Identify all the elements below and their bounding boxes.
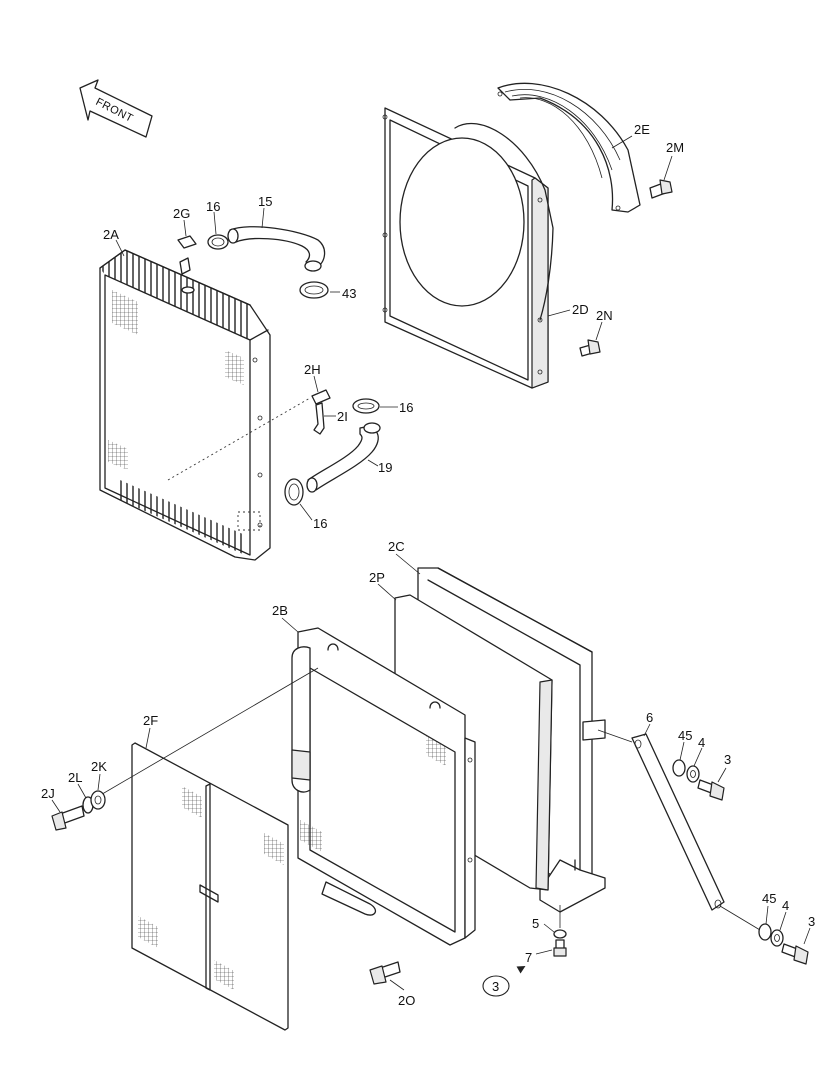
label-45-upper: 45 [678, 728, 692, 743]
label-15: 15 [258, 194, 272, 209]
upper-hose-group [177, 226, 329, 299]
frame-2B [291, 627, 476, 946]
washer-4-lower [770, 929, 784, 947]
clamp-16-upper [207, 234, 229, 250]
label-45-lower: 45 [762, 891, 776, 906]
label-2E: 2E [634, 122, 650, 137]
label-2F: 2F [143, 713, 158, 728]
bolt-2J [51, 805, 85, 831]
front-direction-arrow-icon: FRONT [79, 79, 153, 138]
washer-45-upper [672, 759, 686, 777]
label-2P: 2P [369, 570, 385, 585]
label-7: 7 [525, 950, 532, 965]
label-4-lower: 4 [782, 898, 789, 913]
circled-reference-icon [482, 975, 510, 997]
label-2O: 2O [398, 993, 415, 1008]
cap-2G [177, 235, 197, 249]
label-3-lower: 3 [808, 914, 815, 929]
bolt-7 [553, 939, 567, 957]
bolt-2O [369, 961, 401, 985]
radiator-2A [99, 249, 311, 561]
label-2K: 2K [91, 759, 107, 774]
clamp-43 [299, 281, 329, 299]
lower-hose-group [284, 389, 381, 506]
label-2N: 2N [596, 308, 613, 323]
washer-2K [90, 790, 106, 810]
bolt-3-upper [697, 779, 725, 801]
fan-shroud-2D [382, 107, 554, 389]
label-2D: 2D [572, 302, 589, 317]
washer-5 [553, 929, 567, 939]
label-5: 5 [532, 916, 539, 931]
label-2M: 2M [666, 140, 684, 155]
ref-marker-text: 3 [492, 979, 499, 994]
label-2G: 2G [173, 206, 190, 221]
label-2B: 2B [272, 603, 288, 618]
label-2C: 2C [388, 539, 405, 554]
label-2J: 2J [41, 786, 55, 801]
label-2I: 2I [337, 409, 348, 424]
label-2L: 2L [68, 770, 82, 785]
bolt-2N [579, 339, 601, 357]
fitting-2H [311, 389, 331, 405]
label-2H: 2H [304, 362, 321, 377]
label-16-low: 16 [313, 516, 327, 531]
shroud-ring-2E [497, 82, 641, 213]
screen-2F [131, 742, 289, 1031]
label-43: 43 [342, 286, 356, 301]
washer-4-upper [686, 765, 700, 783]
part-labels: 2A 2G 16 15 43 2H 2I 16 19 16 2E 2M 2D 2… [41, 122, 815, 1008]
label-3-upper: 3 [724, 752, 731, 767]
clamp-16-mid [352, 398, 380, 414]
clamp-16-lower [284, 478, 304, 506]
label-2A: 2A [103, 227, 119, 242]
hose-19 [307, 426, 379, 491]
label-4-upper: 4 [698, 735, 705, 750]
leader-lines [51, 135, 811, 991]
label-16-top: 16 [206, 199, 220, 214]
triangle-pointer-icon [516, 966, 526, 974]
bolt-3-lower [781, 943, 809, 965]
washer-45-lower [758, 923, 772, 941]
hose-2I [313, 402, 325, 435]
label-6: 6 [646, 710, 653, 725]
label-16-mid: 16 [399, 400, 413, 415]
label-19: 19 [378, 460, 392, 475]
bolt-2M [649, 179, 673, 199]
stay-rod-6 [631, 733, 725, 911]
